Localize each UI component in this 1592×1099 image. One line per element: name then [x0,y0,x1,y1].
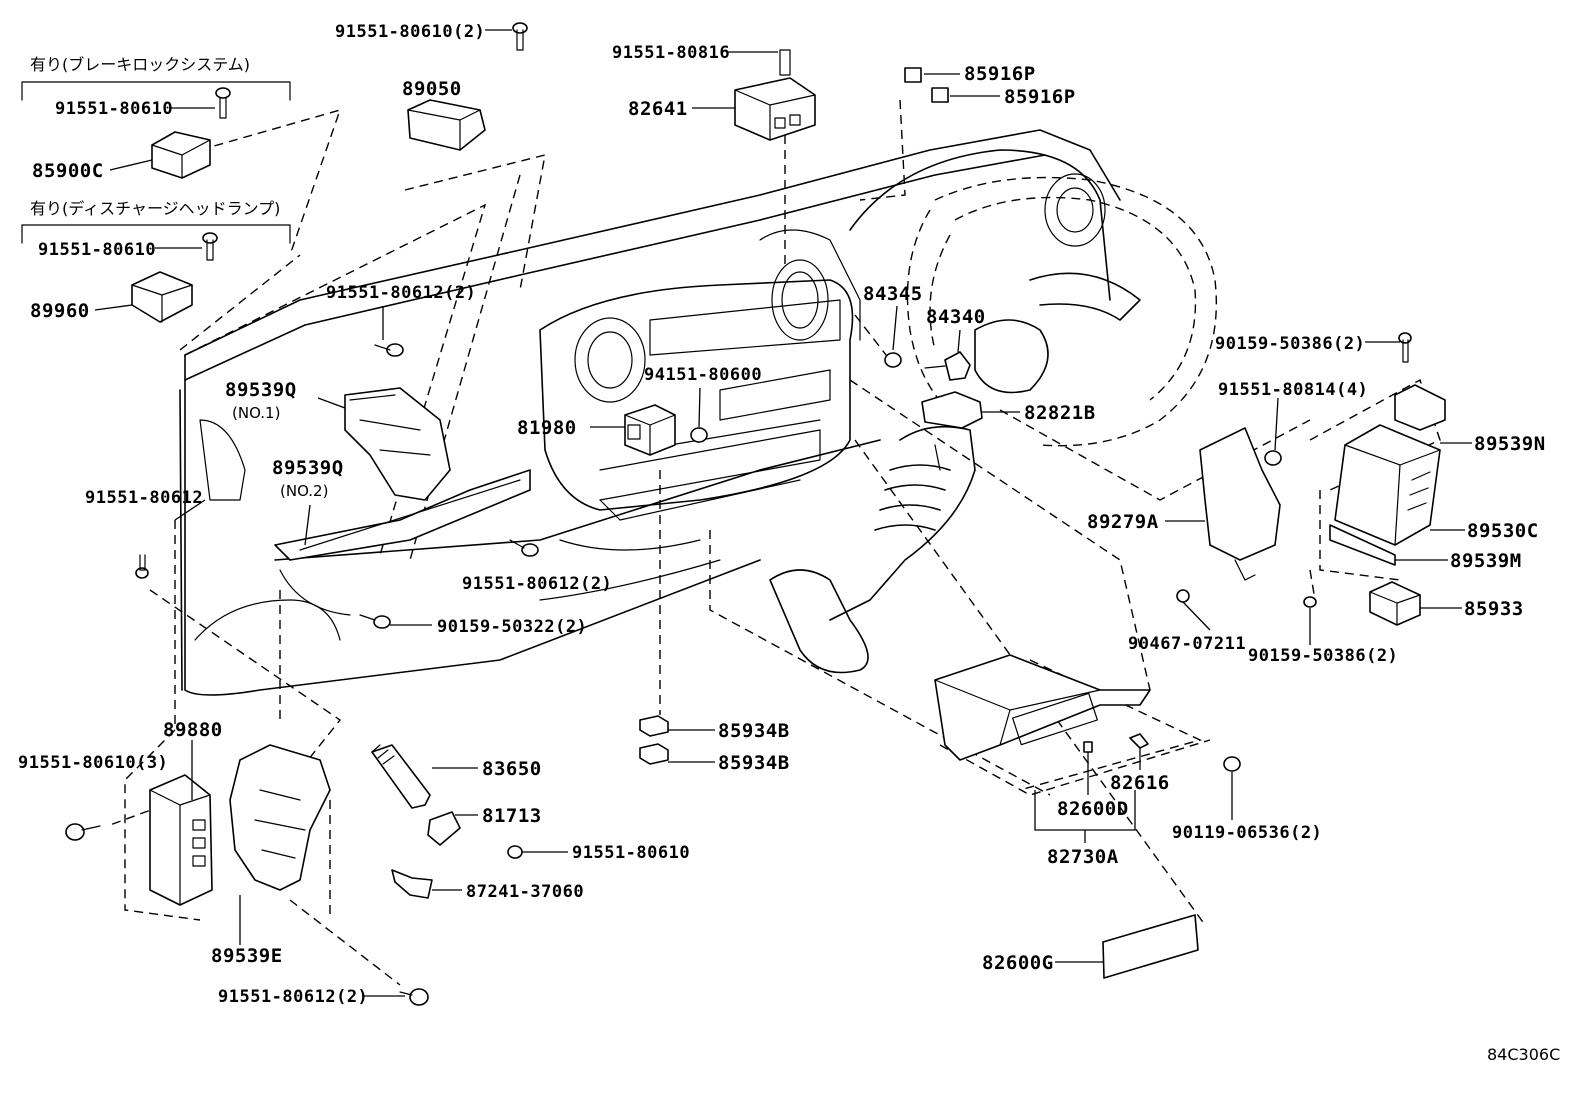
module-82641-shape [734,77,816,141]
diagram-reference-code: 84C306C [1487,1045,1560,1064]
part-label[interactable]: 91551-80612(2) [326,283,476,303]
part-label[interactable]: 82821B [1024,402,1096,424]
part-label[interactable]: 87241-37060 [466,882,584,902]
ecu-82730a-shape [934,654,1151,761]
steering-wheel [769,176,1218,674]
part-label[interactable]: 85934B [718,720,790,742]
part-label[interactable]: 90119-06536(2) [1172,823,1322,843]
part-label[interactable]: 89880 [163,719,223,741]
bracket-note-no2: (NO.2) [280,482,328,500]
part-labels: 有り(ブレーキロックシステム) 有り(ディスチャージヘッドランプ) 91551-… [18,22,1560,1064]
part-label[interactable]: 85916P [1004,86,1076,108]
sensor-83650-shape [371,744,431,809]
part-label[interactable]: 91551-80612(2) [462,574,612,594]
label-82600g-shape [1102,914,1199,979]
part-label[interactable]: 85933 [1464,598,1524,620]
part-label[interactable]: 82600G [982,952,1054,974]
part-label[interactable]: 85916P [964,63,1036,85]
part-label[interactable]: 81980 [517,417,577,439]
bracket-89539q-no1-shape [344,387,451,501]
part-label[interactable]: 84340 [926,306,986,328]
part-label[interactable]: 91551-80814(4) [1218,380,1368,400]
part-label[interactable]: 91551-80610(3) [18,753,168,773]
ecu-89530c-shape [1334,424,1441,546]
part-label[interactable]: 84345 [863,283,923,305]
bracket-note-no1: (NO.1) [232,404,280,422]
part-label[interactable]: 85900C [32,160,104,182]
part-label[interactable]: 90159-50322(2) [437,617,587,637]
part-label[interactable]: 89539Q [225,379,297,401]
part-label[interactable]: 89530C [1467,520,1539,542]
part-label[interactable]: 91551-80816 [612,43,730,63]
part-label[interactable]: 82641 [628,98,688,120]
part-label[interactable]: 82616 [1110,772,1170,794]
part-label[interactable]: 89960 [30,300,90,322]
bracket-89539e-shape [229,744,331,891]
part-label[interactable]: 89539N [1474,433,1546,455]
part-shapes [21,22,1446,1006]
part-label[interactable]: 91551-80612 [85,488,203,508]
module-89880-shape [149,774,213,906]
part-label[interactable]: 85934B [718,752,790,774]
part-label[interactable]: 91551-80610 [55,99,173,119]
part-label[interactable]: 89279A [1087,511,1159,533]
part-label[interactable]: 94151-80600 [644,365,762,385]
part-label[interactable]: 91551-80610 [38,240,156,260]
cover-82821b-shape [921,391,983,429]
part-label[interactable]: 89539E [211,945,283,967]
part-label[interactable]: 81713 [482,805,542,827]
part-label[interactable]: 89539Q [272,457,344,479]
part-label[interactable]: 82730A [1047,846,1119,868]
cover-89279a-shape [1199,427,1281,561]
part-label[interactable]: 90159-50386(2) [1215,334,1365,354]
part-label[interactable]: 90159-50386(2) [1248,646,1398,666]
part-label[interactable]: 89539M [1450,550,1522,572]
module-89050-shape [407,99,486,151]
part-label[interactable]: 91551-80610 [572,843,690,863]
option-note-discharge-headlamp: 有り(ディスチャージヘッドランプ) [30,199,280,218]
leader-lines [94,29,1472,997]
part-label[interactable]: 83650 [482,758,542,780]
sensor-85933-shape [1369,581,1421,626]
option-note-brake-lock: 有り(ブレーキロックシステム) [30,55,250,74]
part-label[interactable]: 91551-80612(2) [218,987,368,1007]
part-label[interactable]: 90467-07211 [1128,634,1246,654]
part-label[interactable]: 89050 [402,78,462,100]
part-label[interactable]: 82600D [1057,798,1129,820]
part-label[interactable]: 91551-80610(2) [335,22,485,42]
